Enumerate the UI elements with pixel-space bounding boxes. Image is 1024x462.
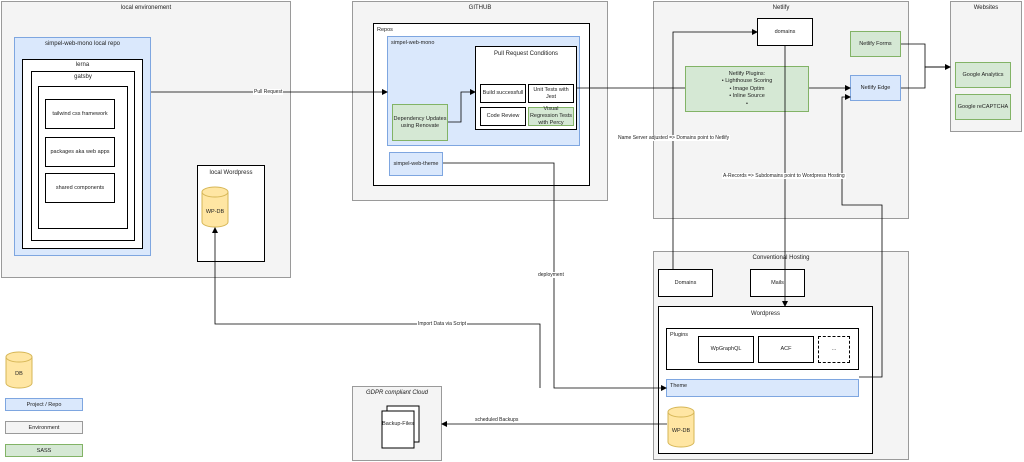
backup-files-document-icon: Backup-Files bbox=[381, 405, 421, 449]
pull-request-label: Pull Request bbox=[253, 89, 284, 95]
a-records-label: A-Records => Subdomains point to Wordpre… bbox=[722, 173, 846, 179]
legend-db-label: DB bbox=[15, 371, 23, 377]
more-plugins-box: ... bbox=[818, 336, 850, 363]
name-server-label: Name Server adjusted => Domains point to… bbox=[617, 135, 731, 141]
netlify-plugin-item: • Inline Source bbox=[729, 93, 765, 100]
backup-files-label: Backup-Files bbox=[382, 421, 414, 427]
pr-conditions-title: Pull Request Conditions bbox=[493, 51, 559, 57]
tailwind-css-box: tailwind css framework bbox=[45, 99, 115, 129]
local-repo-title: simpel-web-mono local repo bbox=[44, 41, 121, 47]
wp-theme-box: Theme bbox=[666, 379, 859, 397]
legend-project-repo: Project / Repo bbox=[5, 398, 83, 411]
conventional-hosting-title: Conventional Hosting bbox=[752, 255, 810, 261]
google-recaptcha-box: Google reCAPTCHA bbox=[955, 94, 1011, 120]
local-environment-title: local environement bbox=[120, 5, 172, 11]
netlify-plugin-item: • Image Optim bbox=[729, 85, 765, 92]
netlify-forms-box: Netlify Forms bbox=[850, 31, 901, 57]
lerna-title: lerna bbox=[75, 62, 90, 68]
hosting-wpdb-database-icon: WP-DB bbox=[667, 406, 695, 448]
netlify-plugin-item: • bbox=[746, 100, 748, 107]
renovate-box: Dependency Updates using Renovate bbox=[392, 104, 448, 141]
wpgraphql-box: WpGraphQL bbox=[698, 336, 754, 363]
legend-sass: SASS bbox=[5, 444, 83, 457]
local-wpdb-label: WP-DB bbox=[205, 209, 225, 215]
edge-to-websites-line bbox=[901, 66, 950, 89]
scheduled-backups-label: scheduled Backups bbox=[474, 417, 520, 423]
wp-theme-title: Theme bbox=[670, 383, 688, 389]
gdpr-cloud-title: GDPR compliant Cloud bbox=[365, 390, 429, 396]
netlify-plugin-item: • Lighthouse Scoring bbox=[721, 78, 773, 85]
build-successful-box: Build successfull bbox=[480, 84, 526, 103]
netlify-edge-box: Netlify Edge bbox=[850, 75, 901, 101]
acf-box: ACF bbox=[758, 336, 814, 363]
wp-plugins-title: Plugins bbox=[670, 332, 689, 338]
theme-to-edge-arrow bbox=[841, 94, 883, 378]
repos-title: Repos bbox=[377, 27, 393, 33]
netlify-title: Netlify bbox=[772, 5, 790, 11]
netlify-plugins-box: Netlify Plugins: • Lighthouse Scoring • … bbox=[685, 66, 809, 112]
websites-title: Websites bbox=[973, 5, 999, 11]
forms-to-websites-arrow bbox=[901, 43, 951, 70]
legend-db-icon: DB bbox=[5, 351, 33, 389]
hosting-wpdb-label: WP-DB bbox=[671, 428, 691, 434]
legend-environment: Environment bbox=[5, 421, 83, 434]
google-analytics-box: Google Analytics bbox=[955, 62, 1011, 88]
hosting-domains-box: Domains bbox=[658, 269, 713, 297]
local-wordpress-title: local Wordpress bbox=[209, 170, 253, 176]
code-review-box: Code Review bbox=[480, 107, 526, 126]
renovate-to-pr-arrow bbox=[448, 89, 476, 123]
shared-components-box: shared components bbox=[45, 173, 115, 203]
hosting-mails-box: Mails bbox=[750, 269, 805, 297]
local-wpdb-database-icon: WP-DB bbox=[201, 186, 229, 228]
simpel-web-theme-box: simpel-web-theme bbox=[389, 152, 443, 176]
visual-regression-box: Visual Regression Tests with Percy bbox=[528, 106, 574, 126]
import-data-label: Import Data via Script bbox=[417, 321, 468, 327]
unit-tests-box: Unit Tests with Jest bbox=[528, 84, 574, 103]
import-data-arrow bbox=[212, 227, 541, 388]
github-title: GITHUB bbox=[468, 5, 492, 11]
netlify-plugins-title: Netlify Plugins: bbox=[728, 71, 766, 77]
simpel-web-mono-title: simpel-web-mono bbox=[391, 40, 435, 46]
netlify-domains-box: domains bbox=[757, 18, 813, 46]
gatsby-title: gatsby bbox=[74, 74, 92, 80]
packages-box: packages aka web apps bbox=[45, 137, 115, 167]
name-server-arrow bbox=[672, 29, 758, 269]
hosting-wordpress-title: Wordpress bbox=[751, 311, 780, 317]
deployment-label: deployment bbox=[537, 272, 565, 278]
